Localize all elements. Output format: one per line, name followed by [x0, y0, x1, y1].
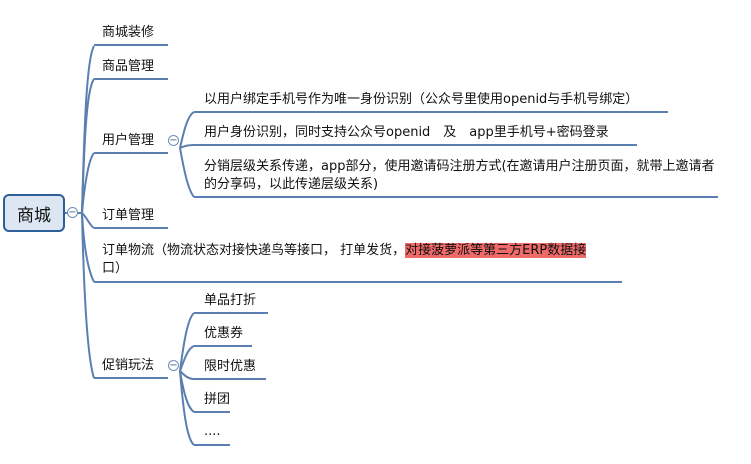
- promo-item[interactable]: 拼团: [204, 392, 231, 407]
- node-logistics[interactable]: 订单物流（物流状态对接快递鸟等接口， 打单发货，对接菠萝派等第三方ERP数据接: [102, 242, 587, 260]
- collapse-icon[interactable]: −: [168, 135, 179, 146]
- promo-item[interactable]: 单品打折: [204, 293, 257, 308]
- root-node[interactable]: 商城: [3, 194, 65, 232]
- node-orders[interactable]: 订单管理: [102, 208, 155, 223]
- logistics-text: 订单物流（物流状态对接快递鸟等接口， 打单发货，: [102, 243, 406, 258]
- promo-item[interactable]: 限时优惠: [204, 359, 257, 374]
- node-users[interactable]: 用户管理: [102, 133, 155, 148]
- promo-item[interactable]: ....: [204, 424, 221, 439]
- node-decor[interactable]: 商城装修: [102, 25, 155, 40]
- collapse-icon[interactable]: −: [67, 207, 78, 218]
- node-products[interactable]: 商品管理: [102, 59, 155, 74]
- user-item-1[interactable]: 以用户绑定手机号作为唯一身份识别（公众号里使用openid与手机号绑定）: [204, 92, 639, 107]
- logistics-text-end: 口）: [102, 261, 129, 276]
- node-promotions[interactable]: 促销玩法: [102, 358, 155, 373]
- root-label: 商城: [17, 205, 51, 226]
- user-item-3[interactable]: 分销层级关系传递，app部分，使用邀请码注册方式(在邀请用户注册页面，就带上邀请…: [204, 159, 715, 192]
- promo-item[interactable]: 优惠券: [204, 326, 244, 341]
- user-item-2[interactable]: 用户身份识别，同时支持公众号openid 及 app里手机号+密码登录: [204, 125, 609, 140]
- collapse-icon[interactable]: −: [168, 360, 179, 371]
- logistics-highlight: 对接菠萝派等第三方ERP数据接: [405, 243, 587, 258]
